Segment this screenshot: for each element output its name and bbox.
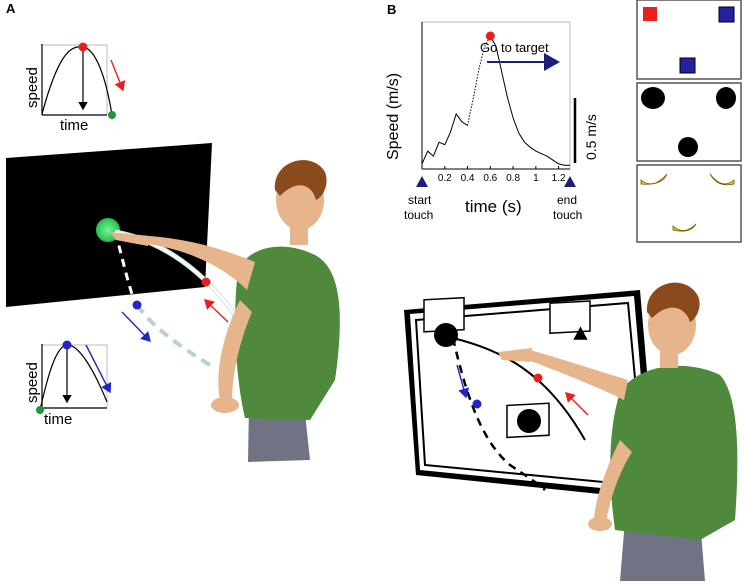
- stimulus-frame: [636, 164, 742, 243]
- pointing-hand: [110, 232, 150, 246]
- x-tick-label: 0.2: [438, 173, 452, 184]
- x-tick-label: 0.6: [483, 173, 497, 184]
- red-arrow: [110, 59, 126, 92]
- speed-line: [421, 35, 570, 166]
- panel-b-label: B: [387, 2, 396, 17]
- dashed-path-off-screen: [135, 303, 217, 370]
- black-ellipse: [716, 87, 736, 109]
- person-a: [110, 160, 340, 462]
- lower-arm: [218, 300, 252, 402]
- panel-b-touch-screen: [404, 290, 658, 500]
- black-ellipse: [641, 87, 665, 109]
- plot-frame: [41, 344, 108, 409]
- y-axis-label: Speed (m/s): [385, 73, 402, 160]
- banana-icon: [672, 223, 697, 232]
- peak-red-dot: [78, 42, 88, 52]
- red-direction-arrow: [565, 392, 589, 416]
- black-ellipse: [678, 137, 698, 157]
- x-tick-label: 0.8: [506, 173, 520, 184]
- shirt: [610, 365, 738, 540]
- panel-a-bottom-speed-plot: speed time: [24, 340, 112, 428]
- start-touch-label-2: touch: [404, 208, 433, 222]
- person-b: [498, 282, 738, 581]
- end-touch-label-2: touch: [553, 208, 582, 222]
- shirt: [235, 246, 340, 420]
- speed-label: speed: [24, 362, 41, 403]
- lower-arm: [594, 440, 632, 522]
- tick-layer: 0.2 0.4 0.6 0.8 1 1.2: [438, 166, 566, 184]
- peak-blue-dot: [62, 340, 72, 350]
- go-to-target-label: Go to target: [480, 40, 549, 55]
- red-square: [643, 7, 657, 21]
- end-green-dot: [108, 111, 116, 119]
- x-tick-label: 0.4: [461, 173, 475, 184]
- peak-red-dot: [485, 31, 495, 41]
- hair: [646, 282, 700, 322]
- end-touch-label-1: end: [557, 193, 577, 207]
- red-direction-arrow: [203, 299, 229, 323]
- start-green-dot: [36, 406, 44, 414]
- x-axis-label: time (s): [465, 197, 522, 216]
- stimulus-panel-colored-squares: [636, 0, 742, 80]
- end-touch-triangle: [564, 176, 576, 187]
- x-tick-label: 1: [533, 173, 539, 184]
- dashed-path: [451, 337, 546, 491]
- stimulus-panel-bananas: [636, 164, 742, 243]
- dashed-path-on-screen: [113, 231, 147, 323]
- speed-label: speed: [24, 67, 41, 108]
- plot-frame: [41, 44, 108, 116]
- time-label: time: [60, 117, 88, 134]
- banana-icon: [709, 173, 735, 186]
- lower-hand: [211, 397, 239, 413]
- panel-a-top-speed-plot: speed time: [24, 42, 126, 134]
- screen-surface: [410, 296, 651, 493]
- scale-bar-label: 0.5 m/s: [583, 114, 599, 160]
- stimulus-panel-black-ellipses: [636, 82, 742, 162]
- blue-direction-arrow: [121, 311, 151, 343]
- bell-curve: [41, 46, 113, 116]
- speed-line-dotted-segment: [467, 35, 491, 126]
- blue-direction-arrow: [456, 364, 470, 399]
- black-circle: [517, 409, 541, 433]
- pointing-arm: [528, 350, 628, 400]
- blue-arrow: [85, 344, 112, 394]
- pointing-arm: [148, 236, 255, 290]
- hand-path: [452, 337, 586, 441]
- blue-square: [718, 6, 735, 23]
- lower-hand: [588, 517, 612, 531]
- bell-curve: [39, 344, 108, 411]
- start-touch-triangle: [416, 176, 428, 187]
- x-tick-label: 1.2: [552, 173, 566, 184]
- banana-icon: [640, 173, 668, 185]
- blue-midpoint: [132, 300, 142, 310]
- black-triangle: [573, 326, 588, 340]
- red-midpoint: [201, 277, 211, 287]
- blue-square: [679, 57, 696, 74]
- black-circle-target: [434, 323, 458, 347]
- time-label: time: [44, 411, 72, 428]
- red-midpoint: [533, 373, 543, 383]
- start-touch-label-1: start: [408, 193, 432, 207]
- pointing-hand: [498, 348, 532, 362]
- stimulus-box-top-right: [549, 300, 591, 334]
- speed-chart: 0.2 0.4 0.6 0.8 1 1.2 Go to target Speed (m/s…: [385, 21, 599, 222]
- blue-midpoint: [472, 399, 482, 409]
- hair: [274, 160, 327, 200]
- panel-a-label: A: [6, 1, 16, 16]
